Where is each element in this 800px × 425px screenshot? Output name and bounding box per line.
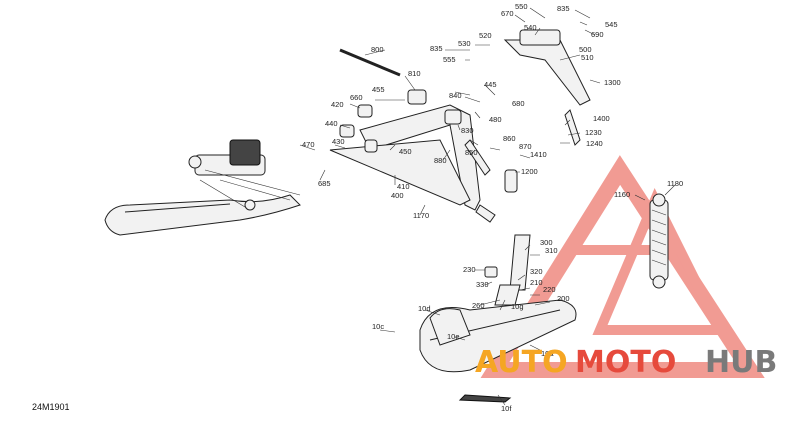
spindle-assembly bbox=[484, 234, 531, 306]
part-label: 1240 bbox=[586, 139, 603, 148]
part-label: 320 bbox=[530, 267, 543, 276]
part-label: 870 bbox=[519, 142, 532, 151]
part-label: 1180 bbox=[667, 179, 683, 188]
part-label: 200 bbox=[557, 294, 570, 303]
part-label: 455 bbox=[372, 85, 385, 94]
part-label: 1400 bbox=[593, 114, 610, 123]
part-label: 850 bbox=[465, 148, 478, 157]
part-label: 830 bbox=[461, 126, 474, 135]
part-label: 1230 bbox=[585, 128, 602, 137]
watermark-part1: AUTO bbox=[475, 345, 568, 380]
part-label: 835 bbox=[430, 44, 443, 53]
part-label: 480 bbox=[489, 115, 502, 124]
part-label: 310 bbox=[545, 246, 558, 255]
part-label: 540 bbox=[524, 23, 537, 32]
part-label: 550 bbox=[515, 2, 528, 11]
watermark-text: AUTO MOTO HUB bbox=[475, 345, 777, 380]
part-label: 835 bbox=[557, 4, 570, 13]
part-label: 10d bbox=[418, 304, 431, 313]
part-label: 545 bbox=[605, 20, 618, 29]
watermark-part2: MOTO bbox=[575, 345, 676, 380]
part-label: 420 bbox=[331, 100, 344, 109]
part-label: 1200 bbox=[521, 167, 538, 176]
part-label: 690 bbox=[591, 30, 604, 39]
watermark-part3: HUB bbox=[705, 345, 777, 380]
part-label: 220 bbox=[543, 285, 556, 294]
part-label: 10a bbox=[541, 349, 554, 358]
part-label: 500 bbox=[579, 45, 592, 54]
leader-lines bbox=[299, 7, 676, 406]
part-label: 660 bbox=[350, 93, 363, 102]
part-label: 1170 bbox=[413, 211, 429, 220]
part-label: 10f bbox=[501, 404, 512, 413]
part-label: 410 bbox=[397, 182, 410, 191]
part-label: 1300 bbox=[604, 78, 621, 87]
part-label: 530 bbox=[458, 39, 471, 48]
part-label: 810 bbox=[408, 69, 421, 78]
part-label: 510 bbox=[581, 53, 594, 62]
part-label: 670 bbox=[501, 9, 514, 18]
part-label: 400 bbox=[391, 191, 404, 200]
part-label: 430 bbox=[332, 137, 345, 146]
part-label: 840 bbox=[449, 91, 462, 100]
part-label: 680 bbox=[512, 99, 525, 108]
a-arm-assembly bbox=[329, 29, 591, 223]
shock-absorber bbox=[649, 193, 669, 289]
part-label: 860 bbox=[503, 134, 516, 143]
snowmobile-overview bbox=[104, 139, 301, 236]
part-label: 10c bbox=[372, 322, 384, 331]
diagram-code: 24M1901 bbox=[32, 402, 70, 412]
part-label: 440 bbox=[325, 119, 338, 128]
ski bbox=[419, 299, 577, 403]
part-label: 1410 bbox=[530, 150, 547, 159]
part-label: 520 bbox=[479, 31, 492, 40]
part-label: 210 bbox=[530, 278, 543, 287]
part-label: 555 bbox=[443, 55, 456, 64]
part-label: 260 bbox=[472, 301, 485, 310]
part-label: 470 bbox=[302, 140, 315, 149]
part-label: 800 bbox=[371, 45, 384, 54]
part-label: 230 bbox=[463, 265, 476, 274]
part-label: 685 bbox=[318, 179, 331, 188]
watermark-logo-icon bbox=[480, 155, 765, 378]
part-label: 880 bbox=[434, 156, 447, 165]
part-label: 10g bbox=[511, 302, 524, 311]
part-labels: 550 835 670 540 545 690 835 530 520 555 … bbox=[302, 2, 683, 413]
part-label: 330 bbox=[476, 280, 489, 289]
part-label: 300 bbox=[540, 238, 553, 247]
part-label: 1160 bbox=[614, 190, 630, 199]
part-label: 10e bbox=[447, 332, 460, 341]
part-label: 450 bbox=[399, 147, 412, 156]
part-label: 445 bbox=[484, 80, 497, 89]
